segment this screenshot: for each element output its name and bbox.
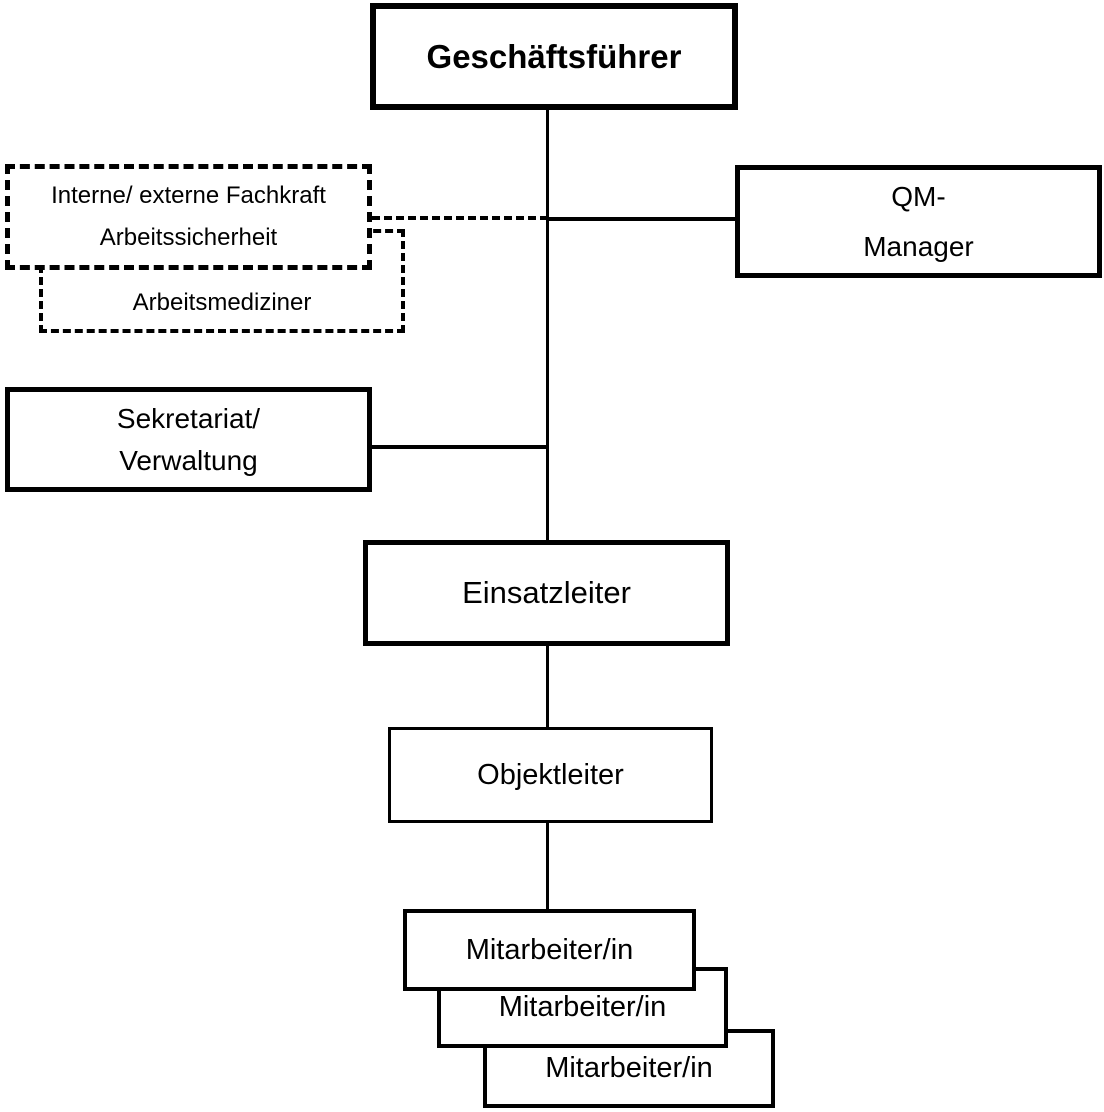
connector-dashed-fachkraft bbox=[372, 216, 548, 220]
node-fachkraft-line1: Interne/ externe Fachkraft bbox=[51, 182, 326, 209]
trunk-line-middle bbox=[546, 644, 549, 729]
trunk-line-bottom bbox=[546, 821, 549, 911]
node-einsatzleiter-label: Einsatzleiter bbox=[462, 575, 631, 610]
node-objektleiter-label: Objektleiter bbox=[477, 758, 624, 791]
node-sekretariat-verwaltung: Sekretariat/ Verwaltung bbox=[5, 387, 372, 492]
node-qm-manager: QM- Manager bbox=[735, 165, 1102, 278]
connector-sekretariat bbox=[372, 445, 548, 449]
node-mitarbeiter-2-label: Mitarbeiter/in bbox=[498, 991, 667, 1023]
node-objektleiter: Objektleiter bbox=[388, 727, 713, 823]
node-arbeitsmediziner-label: Arbeitsmediziner bbox=[132, 289, 312, 316]
node-qm-manager-line1: QM- bbox=[891, 180, 946, 212]
node-sekretariat-line2: Verwaltung bbox=[119, 444, 258, 476]
node-mitarbeiter-1: Mitarbeiter/in bbox=[403, 909, 696, 991]
node-mitarbeiter-1-label: Mitarbeiter/in bbox=[465, 933, 634, 966]
node-fachkraft-line2: Arbeitssicherheit bbox=[99, 224, 278, 251]
node-fachkraft-arbeitssicherheit: Interne/ externe Fachkraft Arbeitssicher… bbox=[5, 164, 372, 270]
node-geschaeftsfuehrer: Geschäftsführer bbox=[370, 3, 738, 110]
connector-qm-manager bbox=[548, 217, 737, 221]
node-mitarbeiter-3-label: Mitarbeiter/in bbox=[545, 1052, 713, 1084]
node-sekretariat-line1: Sekretariat/ bbox=[116, 402, 261, 434]
node-qm-manager-line2: Manager bbox=[863, 230, 974, 262]
node-geschaeftsfuehrer-label: Geschäftsführer bbox=[426, 37, 682, 75]
node-einsatzleiter: Einsatzleiter bbox=[363, 540, 730, 646]
trunk-line-top bbox=[546, 108, 549, 542]
